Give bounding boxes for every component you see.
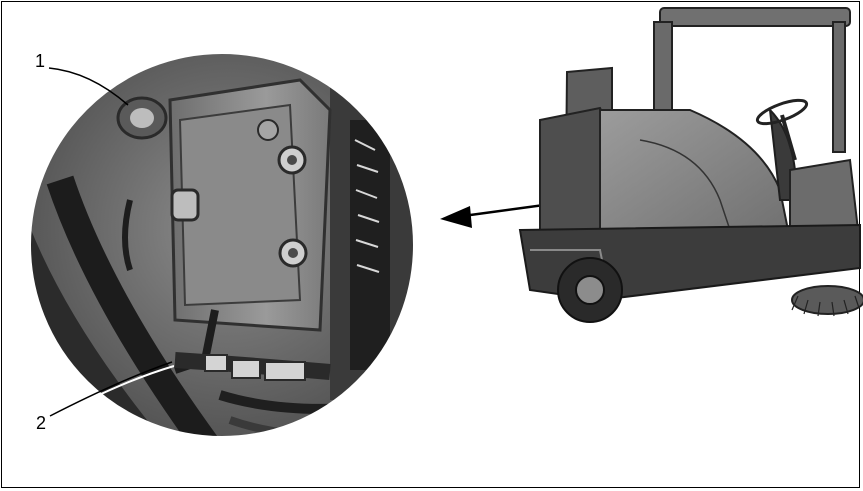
callout-leader-lines [48,67,175,420]
callout-label-1: 1 [35,51,46,71]
sweeper-machine [518,7,863,323]
callout-label-2: 2 [36,413,47,433]
detail-zoom-circle [29,52,415,438]
